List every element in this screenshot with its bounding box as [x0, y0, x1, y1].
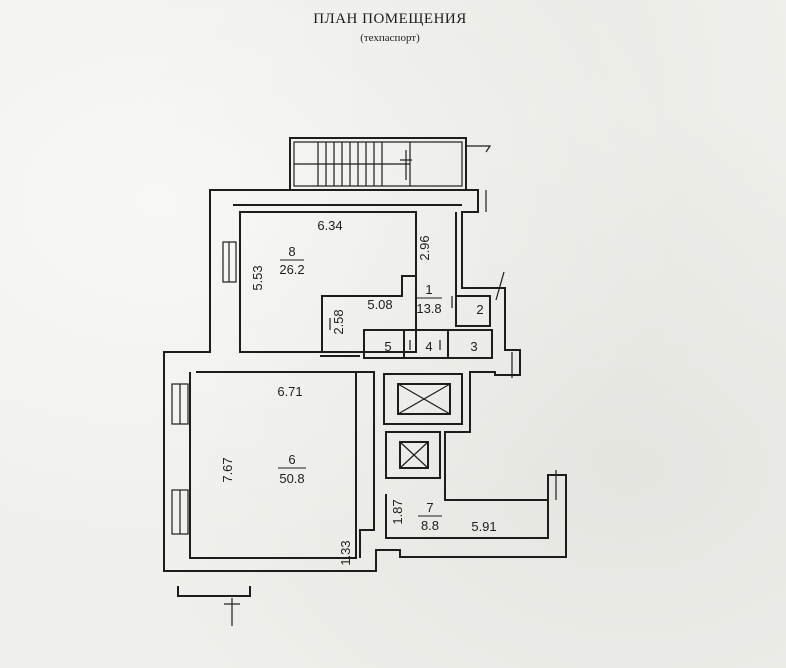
room-6-label: 6 50.8: [278, 452, 306, 486]
room-7-number: 7: [426, 500, 433, 515]
dim-room8-height: 5.53: [250, 265, 265, 290]
plan-subtitle: (техпаспорт): [360, 32, 420, 44]
staircase: [289, 137, 492, 191]
window-left-mid: [171, 383, 189, 425]
dim-room7-height: 1.87: [390, 499, 405, 524]
dim-room6-height: 7.67: [220, 457, 235, 482]
room-7-label: 7 8.8: [418, 500, 442, 533]
small-rooms: [363, 295, 493, 359]
room-1-number: 1: [425, 282, 432, 297]
room-7: [385, 494, 549, 539]
dim-room7-width: 5.91: [471, 519, 496, 534]
outer-walls: [163, 189, 567, 597]
room-8-number: 8: [288, 244, 295, 259]
room-8: [239, 211, 417, 353]
room-1-label: 1 13.8: [416, 282, 442, 316]
window-left-bottom: [171, 489, 189, 535]
room-7-area: 8.8: [421, 518, 439, 533]
room-2-number: 2: [476, 302, 483, 317]
room-8-label: 8 26.2: [279, 244, 304, 277]
room-3-number: 3: [470, 339, 477, 354]
room-5-number: 5: [384, 339, 391, 354]
window-left-top: [222, 241, 237, 283]
room-1-area: 13.8: [416, 301, 441, 316]
room-6-number: 6: [288, 452, 295, 467]
elevator-shafts: [383, 373, 463, 479]
dim-room8-width: 6.34: [317, 218, 342, 233]
room-6-area: 50.8: [279, 471, 304, 486]
room-4-number: 4: [425, 339, 432, 354]
dim-room6-step: 1.33: [338, 540, 353, 565]
plan-title: ПЛАН ПОМЕЩЕНИЯ: [313, 11, 467, 27]
dim-room1-height-top: 2.96: [417, 235, 432, 260]
door-marks: [224, 150, 557, 626]
dim-room6-width: 6.71: [277, 384, 302, 399]
room-8-area: 26.2: [279, 262, 304, 277]
room-6: [189, 371, 375, 559]
dim-room1-height: 2.58: [331, 309, 346, 334]
dim-room1-width: 5.08: [367, 297, 392, 312]
